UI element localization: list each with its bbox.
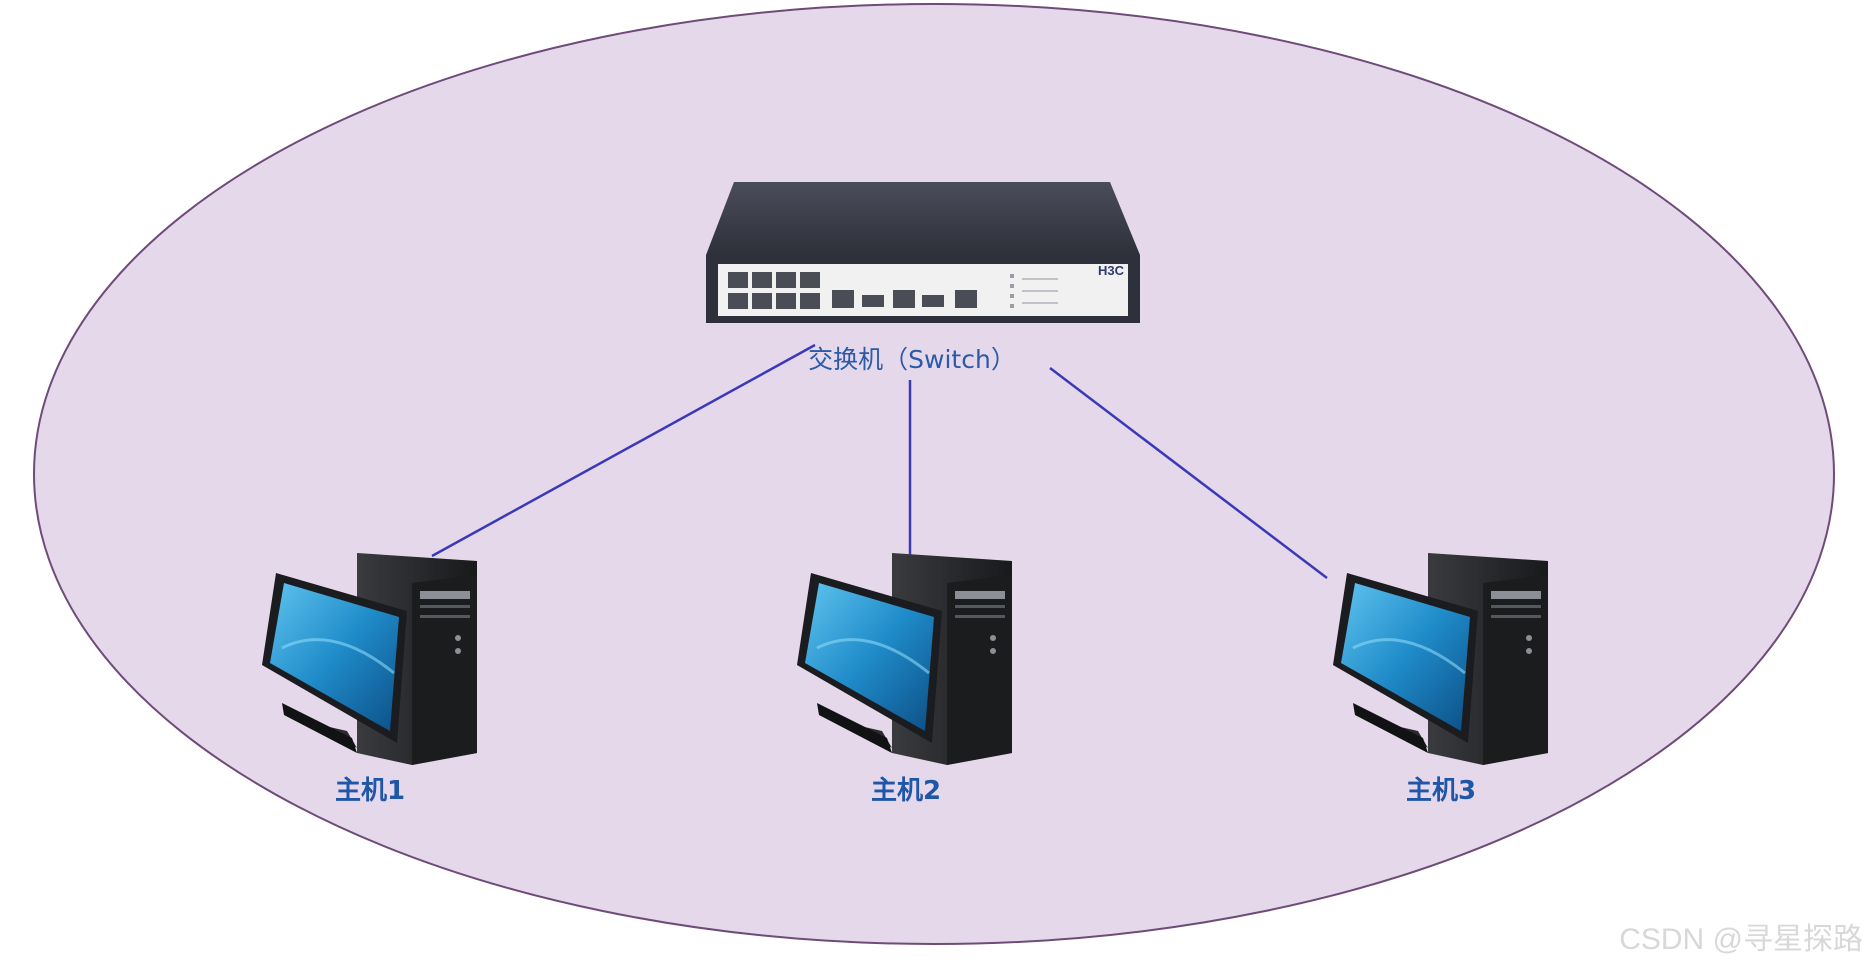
host-label-1: 主机1: [334, 776, 406, 806]
watermark: CSDN @寻星探路: [1619, 923, 1863, 956]
switch-icon: H3C: [706, 182, 1140, 323]
host-label-2: 主机2: [870, 776, 942, 806]
link-line-host3: [1049, 367, 1328, 579]
network-ellipse: [33, 3, 1835, 945]
link-line-host1: [431, 343, 816, 558]
switch-label: 交换机（Switch）: [808, 345, 1016, 374]
switch-brand-label: H3C: [1098, 263, 1125, 278]
host-label-3: 主机3: [1405, 776, 1477, 806]
